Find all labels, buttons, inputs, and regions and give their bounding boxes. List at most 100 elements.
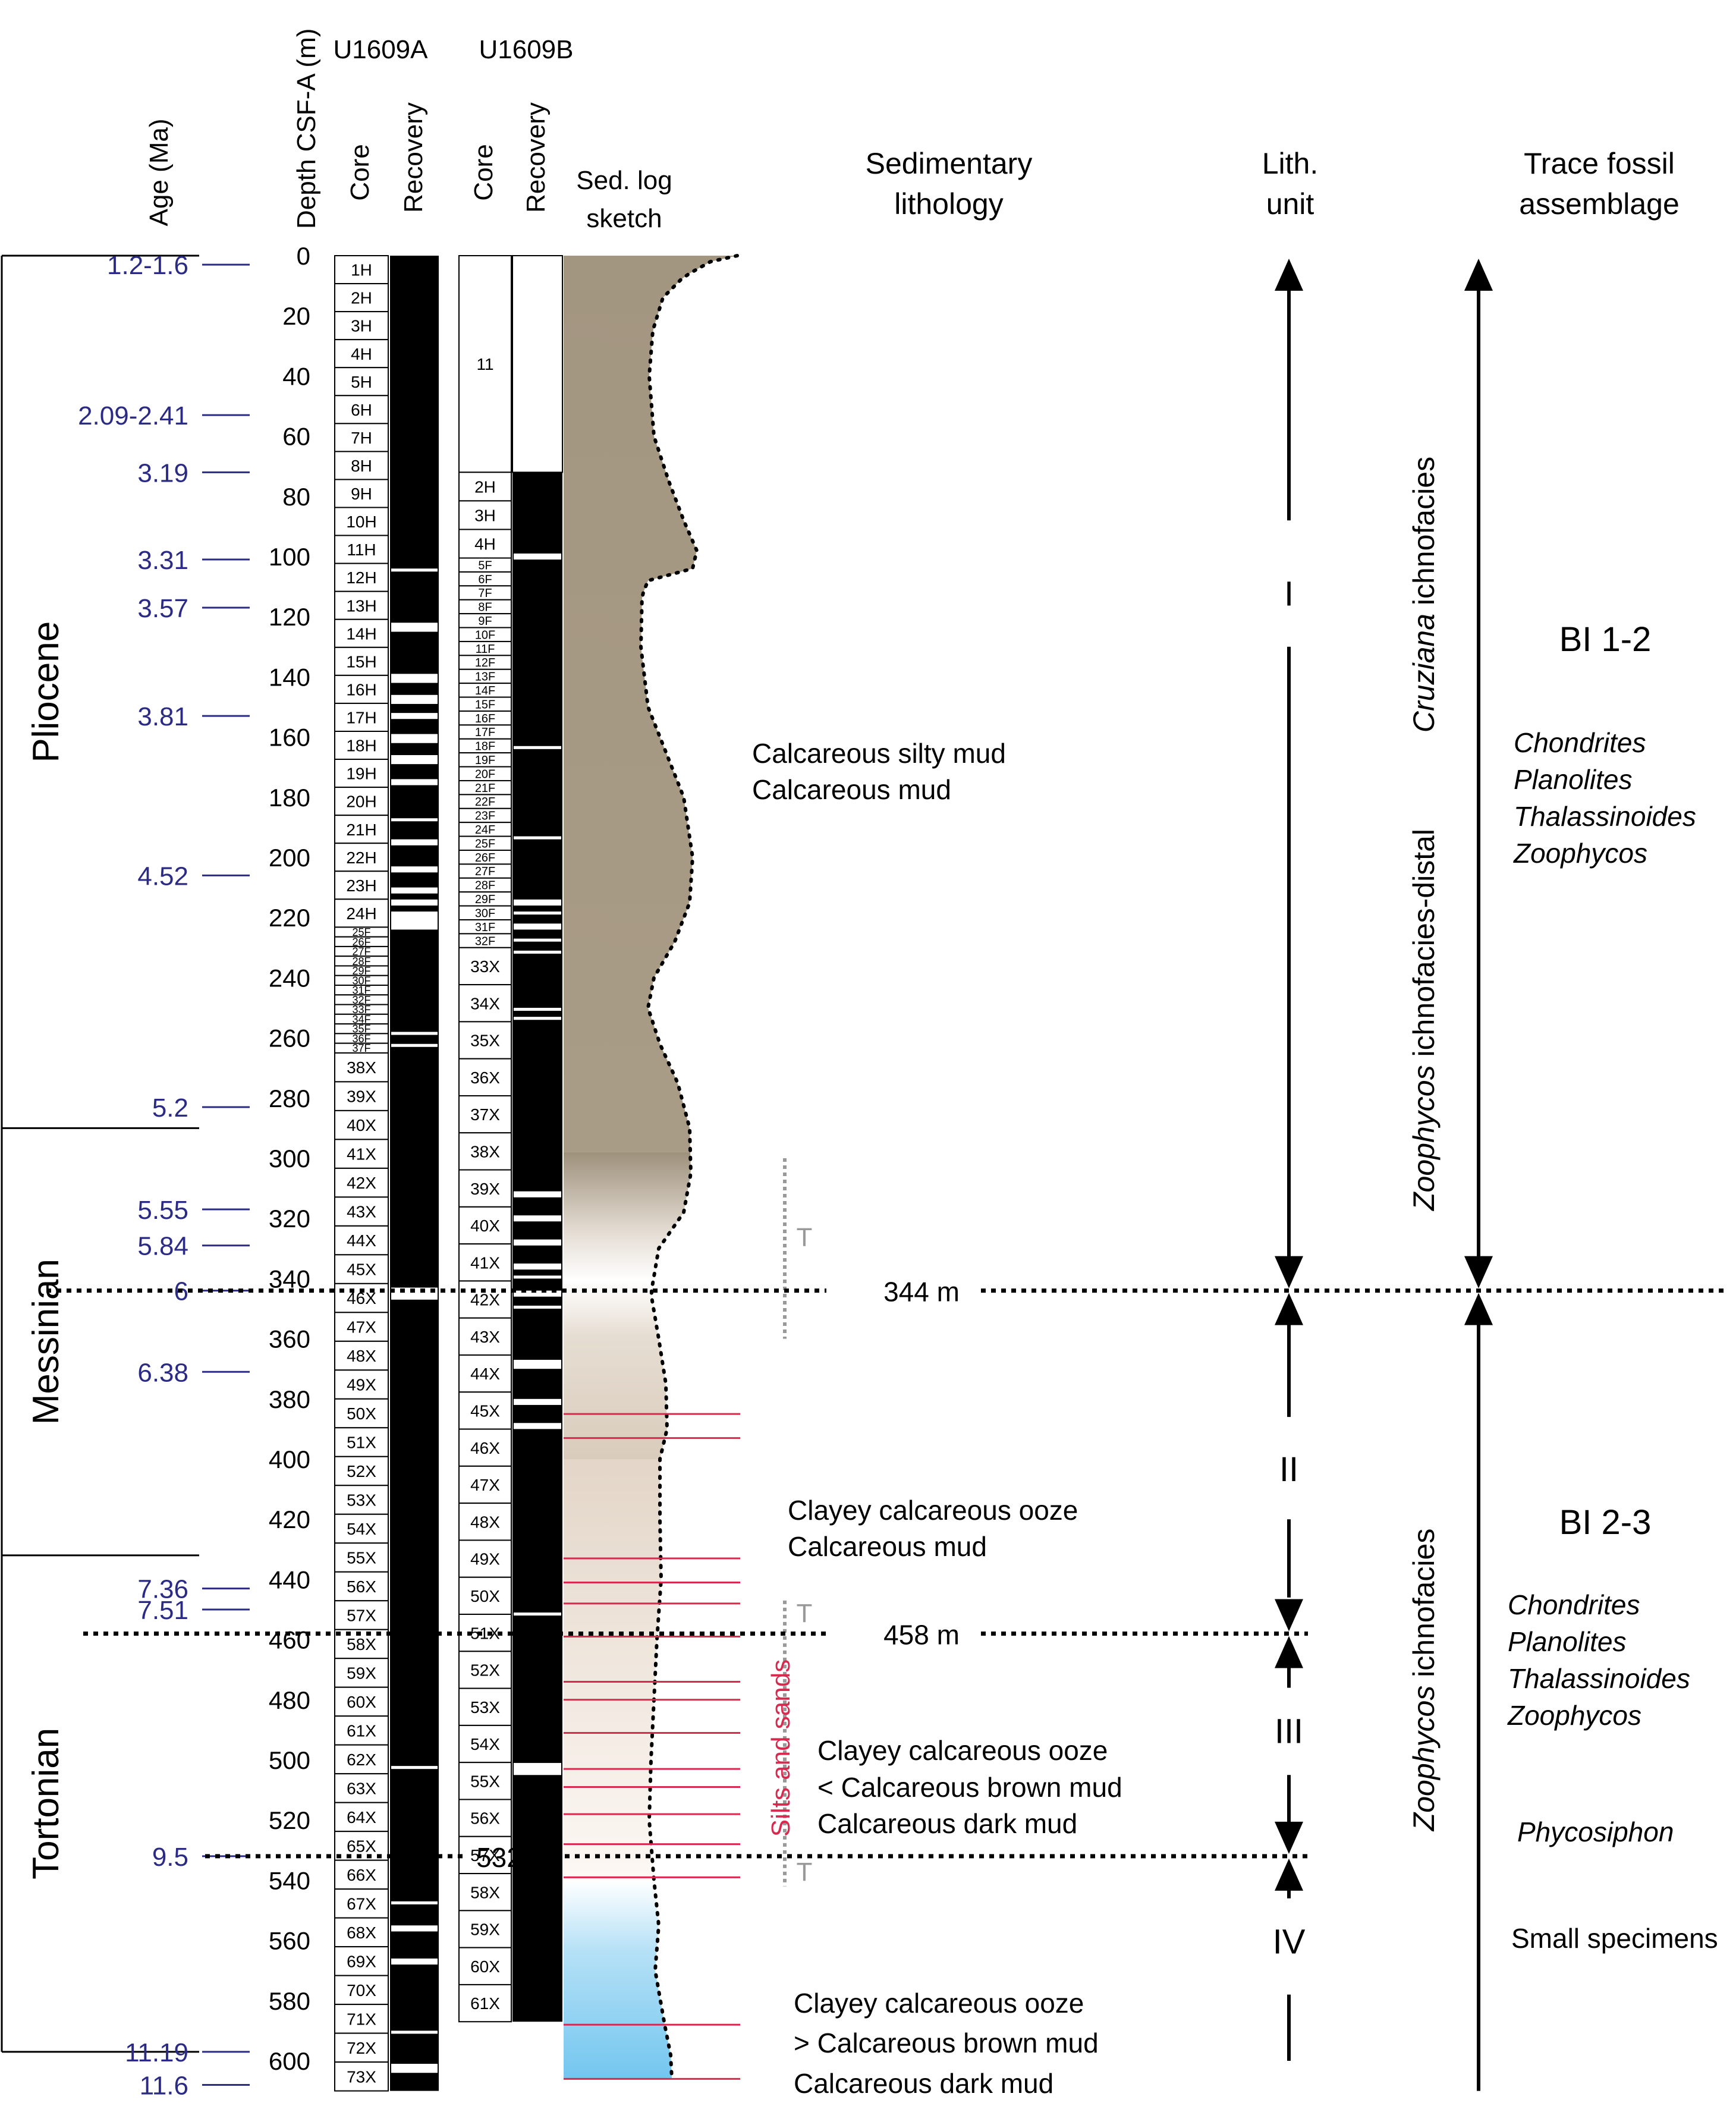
turbidite-markers: TTT	[783, 1158, 813, 1887]
core-box	[458, 255, 512, 473]
core-box	[334, 618, 389, 648]
unit-label-ii: II	[1279, 1450, 1298, 1489]
core-label: 54X	[470, 1735, 500, 1753]
core-box	[458, 1947, 512, 1985]
age-label: 7.51	[137, 1596, 188, 1625]
recovery-gap	[391, 623, 438, 632]
recovery-gap	[514, 1215, 561, 1222]
core-label: 35X	[470, 1032, 500, 1050]
core-label: 4H	[474, 535, 496, 554]
header-hole-b: U1609B	[479, 35, 573, 64]
core-label: 28F	[352, 955, 370, 967]
trace-upper-taxon-3: Thalassinoides	[1514, 801, 1696, 832]
core-label: 16H	[346, 680, 376, 699]
sed-profile-outline	[639, 254, 739, 2081]
core-box	[334, 898, 389, 928]
core-label: 70X	[347, 1981, 376, 2000]
turbidite-marker: T	[797, 1857, 813, 1887]
core-box	[458, 1539, 512, 1578]
lithology-2-line-1: Clayey calcareous ooze	[788, 1495, 1078, 1526]
recovery-gap	[391, 779, 438, 785]
core-box	[334, 1398, 389, 1429]
core-label: 63X	[347, 1780, 376, 1798]
core-box	[334, 339, 389, 369]
age-label: 5.84	[137, 1232, 188, 1261]
recovery-gap	[391, 1043, 438, 1047]
core-box	[334, 2061, 389, 2092]
core-label: 12H	[346, 568, 376, 587]
core-label: 51X	[347, 1434, 376, 1452]
core-box	[334, 1658, 389, 1688]
core-label: 71X	[347, 2010, 376, 2028]
recovery-gap	[514, 836, 561, 840]
core-box	[458, 1503, 512, 1541]
core-label: 40X	[347, 1116, 376, 1134]
depth-tick-label: 500	[269, 1746, 310, 1774]
core-label: 17F	[475, 726, 495, 739]
recovery-gap	[391, 866, 438, 873]
core-label: 8F	[478, 601, 492, 614]
core-label: 16F	[475, 712, 495, 725]
depth-tick-label: 380	[269, 1385, 310, 1413]
depth-tick-label: 360	[269, 1325, 310, 1353]
core-label: 42X	[347, 1174, 376, 1192]
core-label: 60X	[347, 1693, 376, 1711]
ichnofacies-cruziana: Cruziana ichnofacies	[1407, 457, 1441, 733]
trace-fossil-column	[1464, 259, 1493, 2091]
core-label: 26F	[475, 851, 495, 865]
core-label: 55X	[470, 1772, 500, 1790]
core-label: 11H	[347, 540, 376, 559]
core-label: 20F	[475, 768, 495, 781]
core-label: 60X	[470, 1957, 500, 1976]
core-label: 31F	[475, 921, 495, 934]
recovery-bar	[512, 472, 562, 2022]
core-box	[334, 646, 389, 676]
core-label: 21F	[475, 782, 495, 795]
core-label: 47X	[470, 1476, 500, 1494]
recovery-gap	[514, 1612, 561, 1616]
recovery-column-b	[512, 255, 563, 2022]
core-box	[334, 1340, 389, 1371]
depth-tick-label: 160	[269, 724, 310, 752]
age-label: 1.2-1.6	[107, 251, 188, 280]
core-label: 13H	[346, 596, 376, 615]
core-label: 8H	[351, 457, 372, 475]
core-label: 44X	[347, 1231, 376, 1250]
depth-tick-label: 600	[269, 2047, 310, 2075]
recovery-gap	[391, 2064, 438, 2073]
core-label: 30F	[475, 907, 495, 920]
depth-tick-label: 220	[269, 904, 310, 932]
recovery-gap	[514, 899, 561, 906]
epoch-label: Messinian	[26, 1259, 67, 1425]
core-label: 39X	[470, 1180, 500, 1198]
depth-tick-label: 300	[269, 1145, 310, 1173]
core-box	[334, 1254, 389, 1284]
core-box	[334, 1139, 389, 1169]
core-box	[458, 1984, 512, 2023]
unit-label-iv: IV	[1273, 1923, 1306, 1962]
recovery-gap	[514, 1191, 561, 1197]
boundary-label-458: 458 m	[883, 1619, 960, 1650]
depth-tick-label: 580	[269, 1987, 310, 2015]
core-label: 36X	[470, 1068, 500, 1087]
core-label: 11	[476, 355, 493, 373]
core-box	[458, 1132, 512, 1171]
core-box	[334, 1600, 389, 1630]
age-label: 5.55	[137, 1196, 188, 1225]
core-box	[458, 1169, 512, 1208]
ichnofacies-zoophycos: Zoophycos ichnofacies	[1407, 1529, 1441, 1832]
core-label: 9F	[478, 615, 492, 628]
core-box	[334, 451, 389, 480]
unit-label-i: I	[1284, 575, 1294, 614]
unit-ii-arrow-bottom	[1275, 1599, 1303, 1632]
recovery-gap	[391, 694, 438, 704]
trace-lower-arrow-top	[1464, 1293, 1493, 1325]
turbidite-marker: T	[797, 1223, 813, 1252]
core-box	[458, 472, 512, 502]
recovery-gap	[514, 1763, 561, 1775]
core-label: 5H	[351, 373, 372, 391]
unit-label-iii: III	[1275, 1712, 1303, 1750]
unit-iii-arrow-top	[1275, 1636, 1303, 1668]
core-label: 24H	[346, 904, 376, 923]
core-label: 73X	[347, 2067, 376, 2086]
